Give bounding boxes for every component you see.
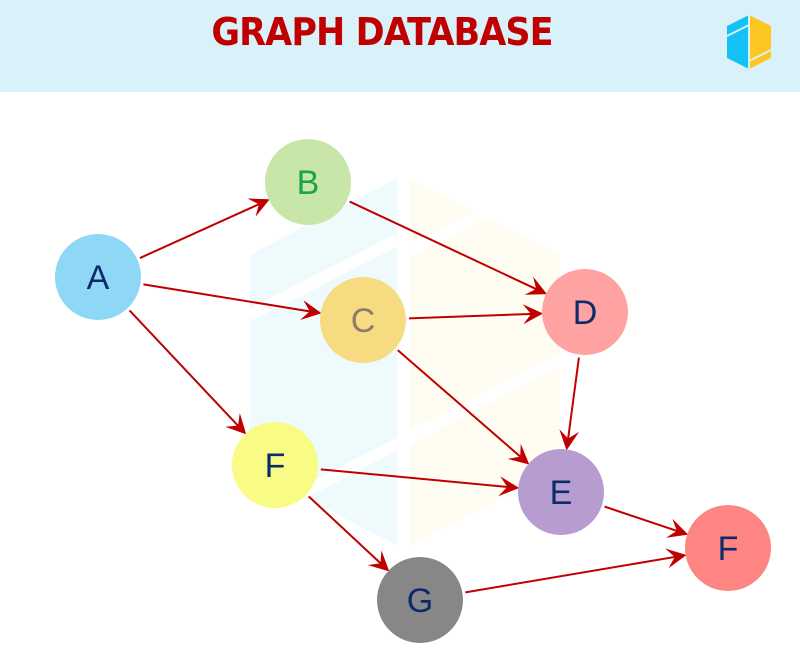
node-circle[interactable] (542, 269, 628, 355)
node-label: D (573, 294, 598, 332)
edge-g-to-f2 (465, 548, 687, 594)
node-c[interactable]: C (320, 277, 406, 363)
node-f1[interactable]: F (232, 422, 318, 508)
nodes-layer: A B C D F E F G (55, 139, 771, 643)
node-label: B (297, 164, 320, 202)
node-circle[interactable] (685, 505, 771, 591)
edge-f1-to-g (307, 495, 390, 572)
edge-a-to-b (139, 198, 270, 259)
edge-b-to-d (349, 200, 547, 295)
node-label: E (550, 474, 573, 512)
edge-a-to-f1 (128, 309, 247, 435)
node-label: C (351, 302, 376, 340)
node-label: F (718, 530, 739, 568)
edge-f1-to-e (320, 468, 520, 497)
edges-layer (128, 198, 689, 594)
node-label: A (87, 259, 110, 297)
page-title: GRAPH DATABASE (211, 10, 553, 54)
node-circle[interactable] (232, 422, 318, 508)
edge-e-to-f2 (604, 505, 689, 538)
node-b[interactable]: B (265, 139, 351, 225)
header-banner: GRAPH DATABASE (0, 0, 800, 92)
node-circle[interactable] (320, 277, 406, 363)
node-d[interactable]: D (542, 269, 628, 355)
edge-a-to-c (143, 283, 322, 320)
node-a[interactable]: A (55, 234, 141, 320)
node-label: G (407, 582, 433, 620)
node-circle[interactable] (55, 234, 141, 320)
node-circle[interactable] (265, 139, 351, 225)
hexagon-logo-icon (726, 14, 772, 70)
node-circle[interactable] (377, 557, 463, 643)
edge-c-to-d (408, 304, 544, 325)
node-f2[interactable]: F (685, 505, 771, 591)
edge-d-to-e (559, 357, 580, 451)
node-g[interactable]: G (377, 557, 463, 643)
node-circle[interactable] (518, 449, 604, 535)
graph-canvas: A B C D F E F G (55, 139, 771, 643)
edge-c-to-e (397, 349, 530, 465)
node-e[interactable]: E (518, 449, 604, 535)
node-label: F (265, 447, 286, 485)
